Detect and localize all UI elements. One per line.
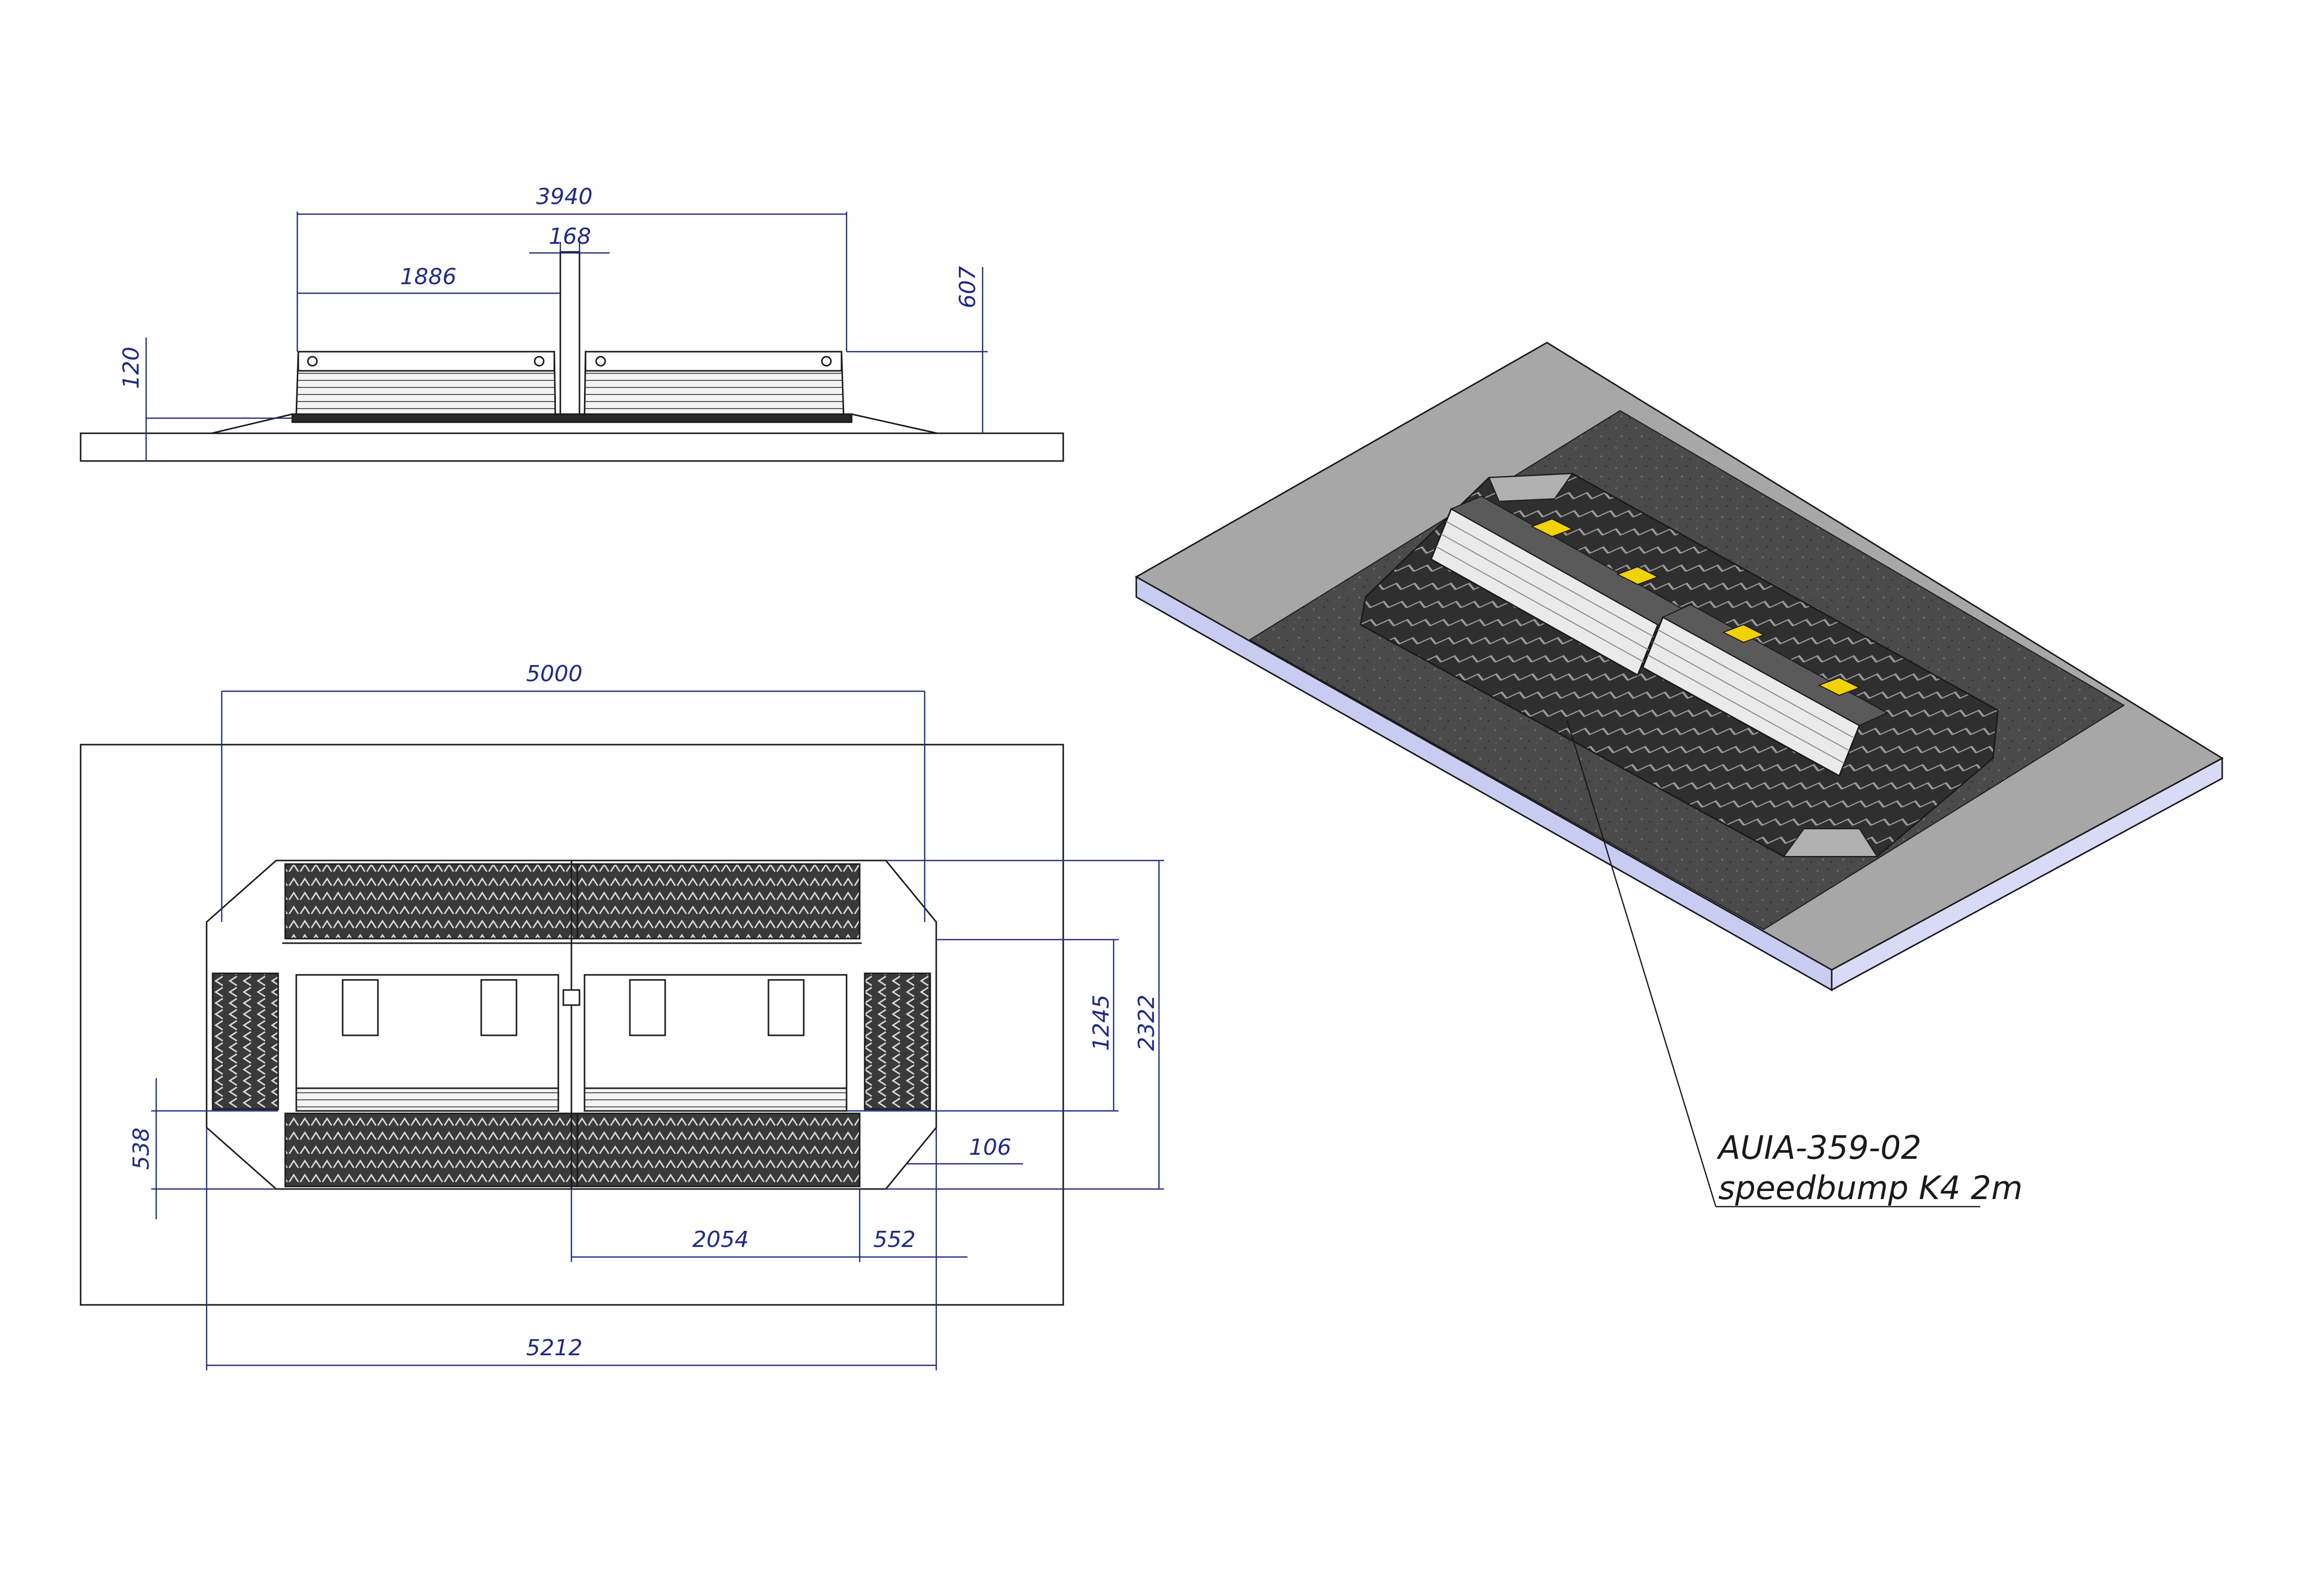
dim-width: 2322 <box>1134 995 1159 1051</box>
dim-overall-length: 5212 <box>526 1335 583 1361</box>
center-joint <box>562 989 580 1006</box>
dim-overall-width: 3940 <box>536 184 593 210</box>
isometric-view <box>1134 342 2224 992</box>
access-plate <box>767 979 805 1036</box>
dim-module-width: 1886 <box>400 264 457 290</box>
grate-bottom-left <box>284 1112 578 1187</box>
grate-top-right <box>576 863 861 940</box>
part-callout <box>1566 720 1980 1208</box>
end-cover-bottom <box>1783 828 1878 857</box>
access-plate <box>480 979 518 1036</box>
bolt-icon <box>534 356 545 367</box>
grate-top-left <box>284 863 578 940</box>
dim-length: 5000 <box>526 661 583 687</box>
dim-ramp-width: 538 <box>128 1128 154 1170</box>
plan-view-dimensions <box>151 690 1164 1370</box>
hazard-marker <box>1818 677 1861 696</box>
bump-cap-left <box>297 351 555 372</box>
grate-right-end <box>864 972 931 1110</box>
dim-gap-width: 168 <box>549 224 591 249</box>
bolt-icon <box>821 356 832 367</box>
dim-height: 607 <box>955 266 981 308</box>
side-view <box>80 251 1064 462</box>
bump-top-right-iso <box>1661 604 1889 726</box>
dim-edge-offset: 106 <box>969 1135 1011 1160</box>
end-cover-top <box>1488 473 1573 502</box>
access-plate <box>342 979 379 1036</box>
dim-inner-width: 1245 <box>1088 995 1114 1051</box>
bolt-icon <box>595 356 606 367</box>
grate-bottom-right <box>576 1112 861 1187</box>
ground-slab-side <box>80 432 1064 462</box>
center-post-side <box>559 251 580 415</box>
hazard-marker <box>1722 624 1765 643</box>
dim-ramp-length: 552 <box>873 1227 916 1252</box>
part-number-label: AUIA-359-02 <box>1716 1130 1921 1167</box>
bump-ramp-right <box>584 1087 848 1112</box>
dim-module-length: 2054 <box>692 1227 749 1252</box>
part-description-label: speedbump K4 2m <box>1718 1170 2023 1207</box>
dim-base-height: 120 <box>118 347 144 389</box>
bump-cap-right <box>585 351 843 372</box>
bump-ramp-left <box>295 1087 559 1112</box>
bolt-icon <box>307 356 318 367</box>
hazard-marker <box>1616 566 1659 585</box>
grate-left-end <box>212 972 279 1110</box>
base-plate-side <box>291 413 853 423</box>
hazard-marker <box>1530 518 1574 538</box>
access-plate <box>629 979 666 1036</box>
side-view-dimensions <box>145 212 988 461</box>
